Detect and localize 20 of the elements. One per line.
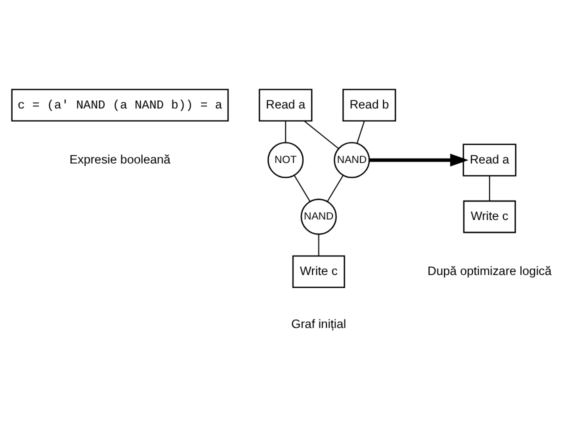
label: Graf inițial [291, 316, 346, 331]
node-circle: NAND [334, 142, 370, 178]
node-box: Read a [258, 88, 312, 122]
node-box: Read a [462, 143, 516, 176]
connector [294, 174, 310, 202]
node-box: Write c [463, 200, 516, 233]
connector [285, 120, 286, 142]
label: După optimizare logică [428, 263, 552, 278]
node-circle: NOT [268, 142, 304, 178]
node-box: c = (a' NAND (a NAND b)) = a [11, 88, 229, 122]
node-circle: NAND [300, 198, 337, 234]
connector [356, 120, 365, 143]
node-box: Read b [342, 88, 396, 122]
arrow [369, 153, 469, 166]
connector [318, 234, 320, 256]
node-box: Write c [292, 254, 346, 288]
connector [304, 120, 339, 148]
node-label: Expresie booleană [69, 152, 170, 166]
connector [489, 175, 490, 200]
connector [327, 174, 344, 202]
